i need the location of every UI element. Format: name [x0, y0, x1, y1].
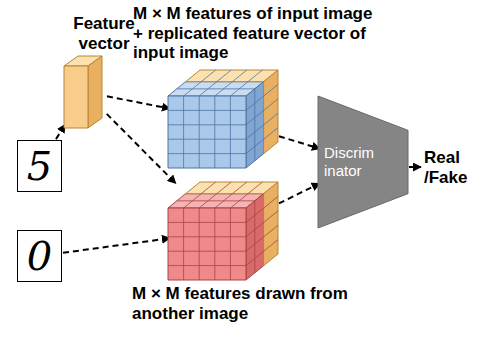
grid-line	[199, 182, 231, 208]
vector-top	[186, 182, 278, 194]
grid-line	[199, 70, 231, 96]
grid-line	[215, 70, 247, 96]
grid-line	[246, 113, 278, 139]
feature-heading: Feature vector	[64, 14, 144, 53]
grid-line	[230, 208, 231, 280]
cube-front	[168, 208, 246, 280]
grid-line	[246, 225, 278, 251]
grid-line	[168, 110, 246, 111]
cube-side	[246, 194, 264, 280]
dashed-arrow	[107, 96, 170, 108]
discriminator-label: Discrim inator	[324, 144, 382, 180]
grid-line	[246, 128, 278, 154]
dashed-arrow	[279, 136, 320, 149]
digit-image: 0	[17, 230, 62, 282]
grid-line	[168, 222, 246, 223]
grid-line	[177, 88, 255, 89]
grid-line	[246, 99, 278, 125]
grid-line	[177, 200, 255, 201]
bar-front	[64, 66, 88, 128]
digit-glyph: 5	[27, 146, 52, 186]
grid-line	[214, 96, 215, 168]
grid-line	[168, 265, 246, 266]
cube-outline	[168, 70, 278, 168]
grid-line	[246, 240, 278, 266]
grid-line	[184, 182, 216, 208]
grid-line	[168, 251, 246, 252]
feature-heading: M × M features of input image + replicat…	[133, 4, 379, 63]
grid-line	[168, 139, 246, 140]
output-arrow	[409, 166, 421, 168]
vector-top	[186, 70, 278, 82]
grid-line	[246, 211, 278, 237]
bar-outline	[64, 56, 106, 128]
vector-side	[264, 182, 278, 266]
grid-line	[254, 201, 255, 273]
cube-outline	[168, 182, 278, 280]
output-label: Real /Fake	[424, 148, 474, 187]
grid-line	[168, 236, 246, 237]
digit-image: 5	[17, 140, 62, 192]
grid-line	[254, 89, 255, 161]
grid-line	[246, 84, 278, 110]
cube-side	[246, 82, 264, 168]
feature-vector: Feature vector	[64, 56, 106, 128]
grid-line	[184, 70, 216, 96]
grid-line	[214, 208, 215, 280]
discriminator-trapezoid: Discrim inator	[318, 96, 408, 228]
grid-line	[230, 96, 231, 168]
discriminator-shape	[318, 96, 408, 228]
grid-line	[168, 153, 246, 154]
dashed-arrow	[63, 238, 170, 253]
feature-heading: M × M features drawn from another image	[132, 284, 362, 323]
grid-line	[199, 208, 200, 280]
vector-side	[264, 70, 278, 154]
cube-front	[168, 96, 246, 168]
feature-cube: M × M features drawn from another image	[168, 182, 278, 280]
dashed-arrow	[279, 183, 320, 203]
grid-line	[246, 196, 278, 222]
grid-line	[168, 124, 246, 125]
bar-side	[88, 56, 102, 128]
feature-cube: M × M features of input image + replicat…	[168, 70, 278, 168]
grid-line	[183, 208, 184, 280]
digit-glyph: 0	[27, 236, 52, 276]
grid-line	[230, 70, 262, 96]
grid-line	[183, 96, 184, 168]
grid-line	[230, 182, 262, 208]
grid-line	[215, 182, 247, 208]
dashed-arrow	[107, 114, 176, 184]
grid-line	[199, 96, 200, 168]
